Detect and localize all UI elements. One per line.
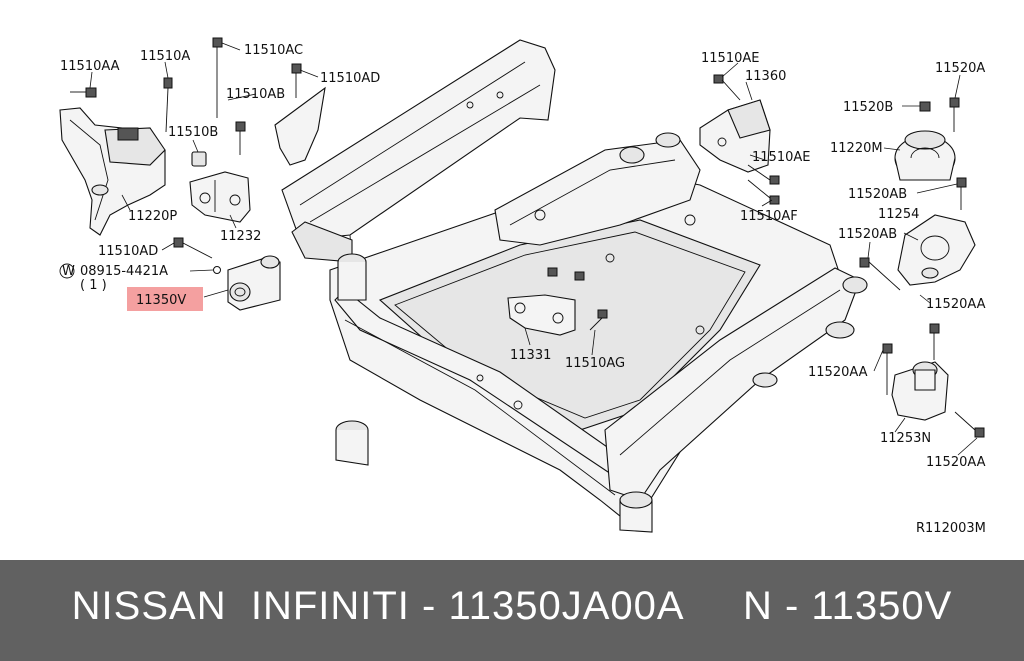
spacer-11510b [191, 151, 207, 167]
bolt-11520ab-left [859, 257, 901, 291]
bolt-11510a [163, 77, 173, 133]
part-labels: 11510AA 11510A 11510AC 11510AD 11510AB 1… [59, 43, 986, 536]
label-11510ae-right: 11510AE [752, 150, 810, 165]
highlight-11350v [127, 287, 203, 311]
bolt-11510ag [547, 267, 608, 331]
label-11510ae-top: 11510AE [701, 51, 759, 66]
nut-11520b [919, 101, 931, 112]
label-11232: 11232 [220, 229, 261, 244]
label-11520b: 11520B [843, 100, 893, 115]
label-washer-qty: ( 1 ) [80, 278, 107, 293]
label-11520ab-left: 11520AB [838, 227, 897, 242]
label-11220m: 11220M [830, 141, 883, 156]
bracket-11232 [189, 171, 251, 223]
bolt-11520aa-bottom [954, 411, 985, 438]
label-11510af: 11510AF [740, 209, 798, 224]
torque-rod-11331 [507, 294, 576, 336]
engine-mount-11220p [59, 107, 166, 236]
bolt-11510ad-top [291, 63, 302, 98]
label-11254: 11254 [878, 207, 919, 222]
label-11510ad-left: 11510AD [98, 244, 158, 259]
rear-mount-11350v [227, 255, 281, 311]
label-11331: 11331 [510, 348, 551, 363]
label-11520a: 11520A [935, 61, 985, 76]
subframe-diagram-svg: 11510AA 11510A 11510AC 11510AD 11510AB 1… [59, 37, 986, 536]
bolt-11510ab [235, 121, 246, 155]
label-washer: 08915-4421A [80, 264, 168, 279]
bolt-11510ad-left [173, 237, 213, 259]
leader-lines [89, 42, 978, 456]
label-11510ac: 11510AC [244, 43, 303, 58]
label-11520aa-left: 11520AA [808, 365, 868, 380]
bolt-11510ae-right [747, 164, 780, 185]
label-11510a: 11510A [140, 49, 190, 64]
washer-marker: W [62, 264, 75, 279]
bolt-11520aa-left [882, 343, 893, 395]
washer-marker-circle [59, 263, 75, 279]
label-11520aa-bottom: 11520AA [926, 455, 986, 470]
parts-diagram: 11510AA 11510A 11510AC 11510AD 11510AB 1… [59, 37, 986, 536]
bracket-11254 [897, 214, 976, 286]
front-subframe [281, 39, 868, 533]
engine-mount-11253n [891, 361, 949, 421]
shield-11510ad [274, 86, 326, 166]
bolt-11520ab-top [956, 177, 967, 210]
bracket-11360 [699, 99, 771, 173]
label-11510ab: 11510AB [226, 87, 285, 102]
bolt-11510ac [212, 37, 223, 118]
bolt-11510af [747, 179, 780, 205]
bolt-11510aa [70, 87, 97, 98]
label-11360: 11360 [745, 69, 786, 84]
label-11220p: 11220P [128, 209, 177, 224]
label-11350v: 11350V [136, 293, 186, 308]
reference-code: R112003M [916, 521, 986, 536]
part-number-text: NISSAN INFINITI - 11350JA00A N - 11350V [71, 584, 953, 628]
washer-08915-4421a [213, 266, 221, 274]
label-11253n: 11253N [880, 431, 931, 446]
bolt-11520aa-top [929, 323, 940, 360]
label-11510ad-top: 11510AD [320, 71, 380, 86]
label-11510ag: 11510AG [565, 356, 625, 371]
label-11510aa: 11510AA [60, 59, 120, 74]
label-11510b: 11510B [168, 125, 218, 140]
engine-mount-11220m [894, 130, 956, 181]
label-11520aa-right: 11520AA [926, 297, 986, 312]
label-11520ab-top: 11520AB [848, 187, 907, 202]
bolt-11520a [949, 97, 960, 132]
part-number-banner: NISSAN INFINITI - 11350JA00A N - 11350V [0, 560, 1024, 661]
bolt-11510ae-top [713, 74, 741, 101]
